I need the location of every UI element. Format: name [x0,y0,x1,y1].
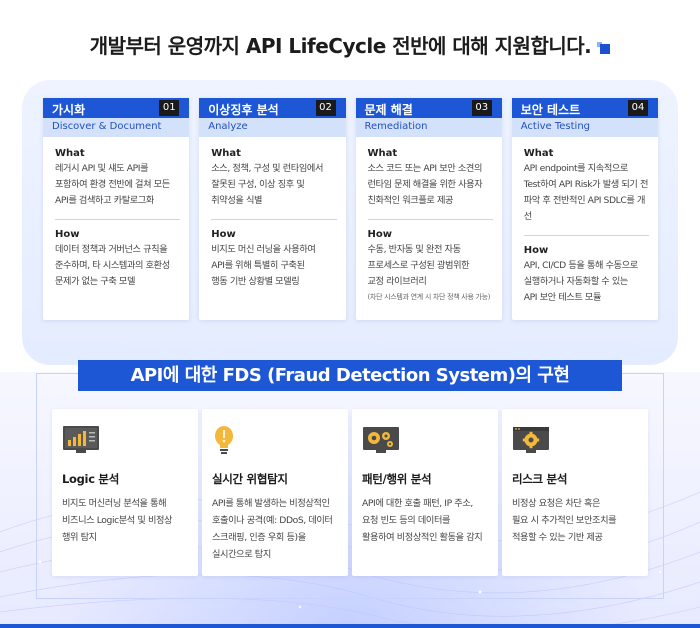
what-label: What [211,148,241,159]
fds-card-logic: Logic 분석 비지도 머신러닝 분석을 통해 비즈니스 Logic분석 및 … [52,409,198,576]
fds-card-desc: API에 대한 호출 패턴, IP 주소, 요청 빈도 등의 데이터를 활용하여… [362,498,483,543]
how-label: How [55,229,80,240]
how-text: 비지도 머신 러닝을 사용하여 API를 위해 특별히 구축된 행동 기반 상황… [211,244,316,287]
step-number: 02 [315,100,336,116]
step-number: 04 [628,100,648,116]
step-header: 보안 테스트 04 [511,98,658,118]
step-card-testing: 보안 테스트 04 Active Testing What API endpoi… [511,98,658,320]
fds-card-desc: 비지도 머신러닝 분석을 통해 비즈니스 Logic분석 및 비정상 행위 탐지 [62,498,173,543]
step-note: (차단 시스템과 연계 시 차단 정책 사용 가능) [367,293,491,301]
step-header: 이상징후 분석 02 [199,98,346,118]
lifecycle-steps: 가시화 01 Discover & Document What 레거시 API … [43,98,658,320]
step-number: 01 [159,100,180,116]
how-text: API, CI/CD 등을 통해 수동으로 실행하거나 자동화할 수 있는 AP… [523,260,638,303]
step-title: 보안 테스트 [520,103,581,117]
what-text: 레거시 API 및 섀도 API를 포함하여 환경 전반에 걸쳐 모든 API를… [55,163,170,206]
how-label: How [367,229,392,240]
what-label: What [523,148,554,159]
step-title: 문제 해결 [364,103,413,117]
gear-monitor-icon [513,427,549,453]
fds-card-realtime: 실시간 위협탐지 API를 통해 발생하는 비정상적인 호출이나 공격(예: D… [202,409,348,576]
fds-card-title: 패턴/행위 분석 [362,472,432,486]
gears-icon [363,427,399,453]
what-text: 소스, 정책, 구성 및 런타임에서 잘못된 구성, 이상 징후 및 취약성을 … [211,163,324,206]
fds-card-desc: API를 통해 발생하는 비정상적인 호출이나 공격(예: DDoS, 데이터 … [212,498,333,560]
divider [367,219,493,220]
what-label: What [55,148,85,159]
step-subtitle: Discover & Document [43,118,190,137]
divider [523,235,649,236]
lightbulb-icon [215,426,233,454]
fds-title: API에 대한 FDS (Fraud Detection System)의 구현 [78,360,622,391]
how-text: 데이터 정책과 거버넌스 규칙을 준수하며, 타 시스템과의 호환성 문제가 없… [55,244,170,287]
step-header: 가시화 01 [43,98,190,118]
step-subtitle: Remediation [355,118,502,137]
what-text: API endpoint를 지속적으로 Test하여 API Risk가 발생 … [523,163,649,222]
how-label: How [211,229,236,240]
divider [211,219,337,220]
fds-card-risk: 리스크 분석 비정상 요청은 차단 혹은 필요 시 추가적인 보안조치를 적용할… [502,409,648,576]
fds-cards: Logic 분석 비지도 머신러닝 분석을 통해 비즈니스 Logic분석 및 … [52,409,648,576]
bar-chart-icon [63,426,99,453]
step-subtitle: Analyze [199,118,346,137]
step-title: 가시화 [52,103,86,117]
fds-card-pattern: 패턴/행위 분석 API에 대한 호출 패턴, IP 주소, 요청 빈도 등의 … [352,409,498,576]
step-number: 03 [471,100,492,116]
what-label: What [367,148,398,159]
step-card-visibility: 가시화 01 Discover & Document What 레거시 API … [43,98,190,320]
step-subtitle: Active Testing [511,118,658,137]
divider [55,219,181,220]
what-text: 소스 코드 또는 API 보안 소견의 런타임 문제 해결을 위한 사용자 친화… [367,163,483,206]
page-title: 개발부터 운영까지 API LifeCycle 전반에 대해 지원합니다. [89,34,592,58]
fds-card-title: Logic 분석 [62,472,119,486]
how-text: 수동, 반자동 및 완전 자동 프로세스로 구성된 광범위한 교정 라이브러리 [367,244,470,287]
page-header: 개발부터 운영까지 API LifeCycle 전반에 대해 지원합니다. [0,30,700,59]
fds-card-title: 실시간 위협탐지 [212,472,288,486]
step-header: 문제 해결 03 [355,98,502,118]
how-label: How [523,245,549,256]
bottom-accent-line [0,624,700,628]
title-square-icon [597,42,611,54]
fds-card-desc: 비정상 요청은 차단 혹은 필요 시 추가적인 보안조치를 적용할 수 있는 기… [512,498,617,543]
step-card-remediation: 문제 해결 03 Remediation What 소스 코드 또는 API 보… [355,98,502,320]
step-card-analyze: 이상징후 분석 02 Analyze What 소스, 정책, 구성 및 런타임… [199,98,346,320]
fds-card-title: 리스크 분석 [512,472,568,486]
step-title: 이상징후 분석 [208,103,279,117]
